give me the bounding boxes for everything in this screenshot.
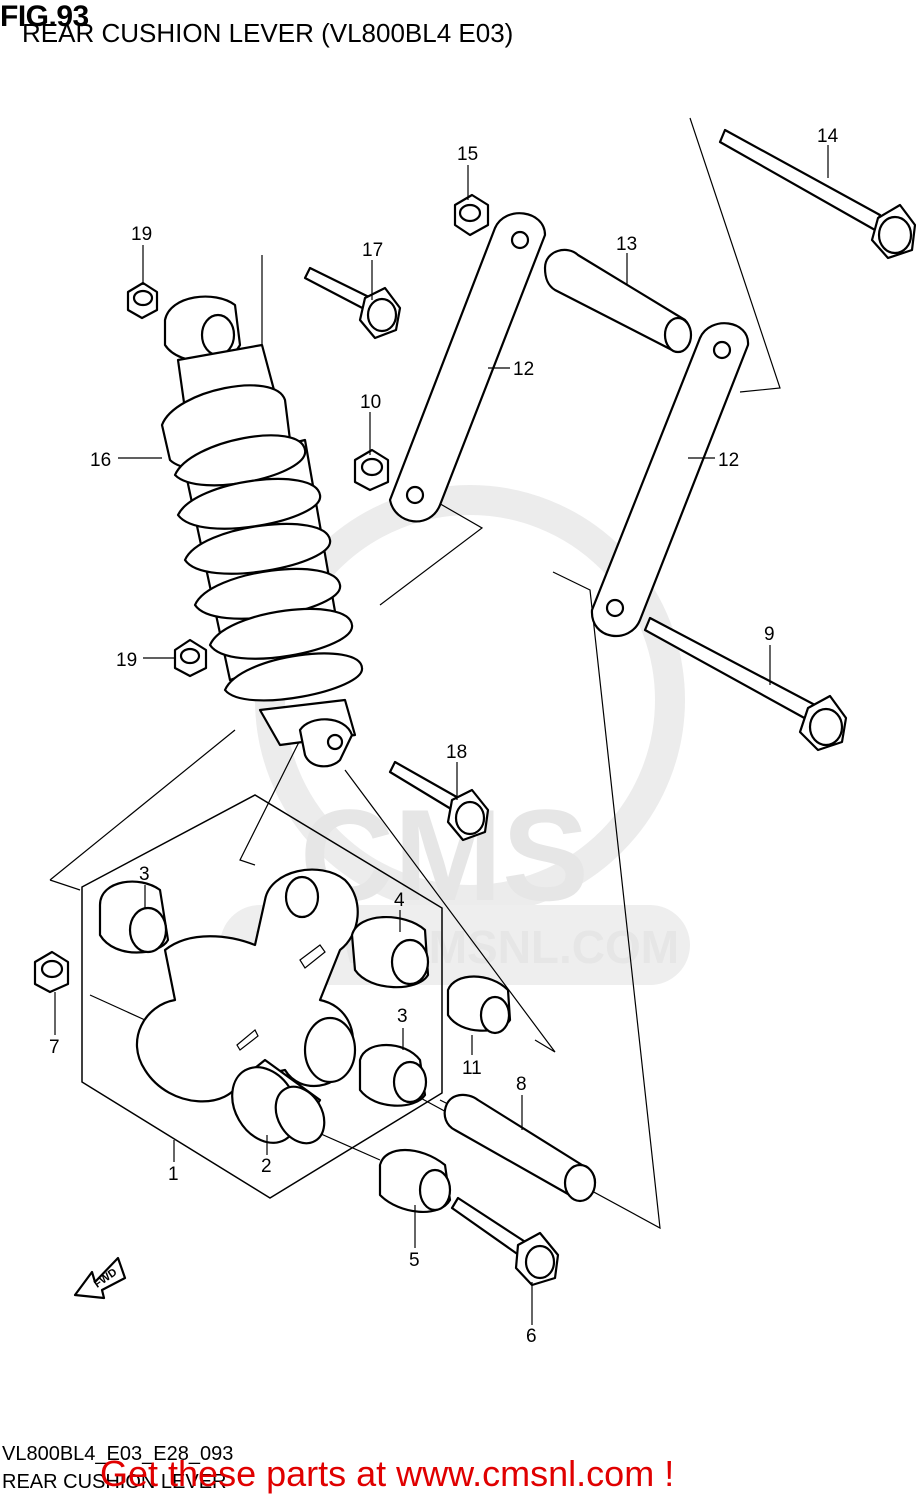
cushion-lever-housing	[81, 794, 443, 1199]
nut-10[interactable]	[353, 448, 390, 492]
callout-1[interactable]: 1	[168, 1164, 179, 1185]
callout-leaders	[54, 145, 829, 1325]
nut-7[interactable]	[33, 950, 70, 994]
bolt-14[interactable]	[718, 128, 916, 260]
callout-10[interactable]: 10	[360, 392, 381, 413]
bolt-6[interactable]	[450, 1196, 560, 1287]
cushion-lever[interactable]	[135, 868, 359, 1103]
callout-16[interactable]: 16	[90, 450, 111, 471]
callout-3b[interactable]: 3	[397, 1006, 408, 1027]
callout-8[interactable]: 8	[516, 1074, 527, 1095]
cushion-rod-12b[interactable]	[590, 322, 750, 638]
needle-bearing-3a[interactable]	[98, 880, 170, 954]
diagram-name: REAR CUSHION LEVER	[2, 1471, 227, 1493]
callout-17[interactable]: 17	[362, 240, 383, 261]
bolt-18[interactable]	[388, 760, 490, 842]
spacer-11[interactable]	[446, 975, 512, 1035]
callout-18[interactable]: 18	[446, 742, 467, 763]
callout-11[interactable]: 11	[462, 1058, 482, 1079]
lever-bushing-2[interactable]	[219, 1055, 334, 1154]
callout-19b[interactable]: 19	[116, 650, 137, 671]
nut-19b[interactable]	[173, 638, 208, 678]
needle-bearing-3b[interactable]	[358, 1043, 428, 1107]
callout-14[interactable]: 14	[817, 126, 839, 147]
spacer-5[interactable]	[378, 1148, 452, 1213]
callout-15[interactable]: 15	[457, 144, 478, 165]
pipe-13[interactable]	[543, 248, 693, 354]
callout-13[interactable]: 13	[616, 234, 637, 255]
forward-direction-arrow: FWD	[73, 1256, 127, 1300]
nut-19a[interactable]	[126, 281, 159, 320]
figure-number: FIG.93	[0, 0, 89, 33]
needle-bearing-4[interactable]	[350, 916, 430, 989]
bolt-17[interactable]	[303, 266, 402, 340]
callout-12b[interactable]: 12	[718, 450, 739, 471]
rear-shock-absorber-16[interactable]	[160, 295, 364, 768]
nut-15[interactable]	[453, 193, 490, 237]
callout-6[interactable]: 6	[526, 1326, 537, 1347]
callout-12a[interactable]: 12	[513, 359, 534, 380]
diagram-code: VL800BL4_E03_E28_093	[2, 1443, 234, 1465]
callout-9[interactable]: 9	[764, 624, 775, 645]
callout-5[interactable]: 5	[409, 1250, 420, 1271]
get-parts-link[interactable]: Get these parts at www.cmsnl.com !	[100, 1453, 675, 1494]
callout-3a[interactable]: 3	[139, 864, 150, 885]
cushion-rod-12a[interactable]	[388, 212, 547, 523]
callout-4[interactable]: 4	[394, 890, 405, 911]
bolt-9[interactable]	[643, 616, 848, 752]
figure-title: REAR CUSHION LEVER (VL800BL4 E03)	[22, 18, 514, 48]
pipe-8[interactable]	[443, 1093, 597, 1203]
callout-7[interactable]: 7	[49, 1037, 60, 1058]
callout-19a[interactable]: 19	[131, 224, 152, 245]
callout-2[interactable]: 2	[261, 1156, 272, 1177]
callout-numbers: 14 13 15 17 19 12 10 16 12 9 19 18 3 4 7…	[49, 126, 839, 1347]
